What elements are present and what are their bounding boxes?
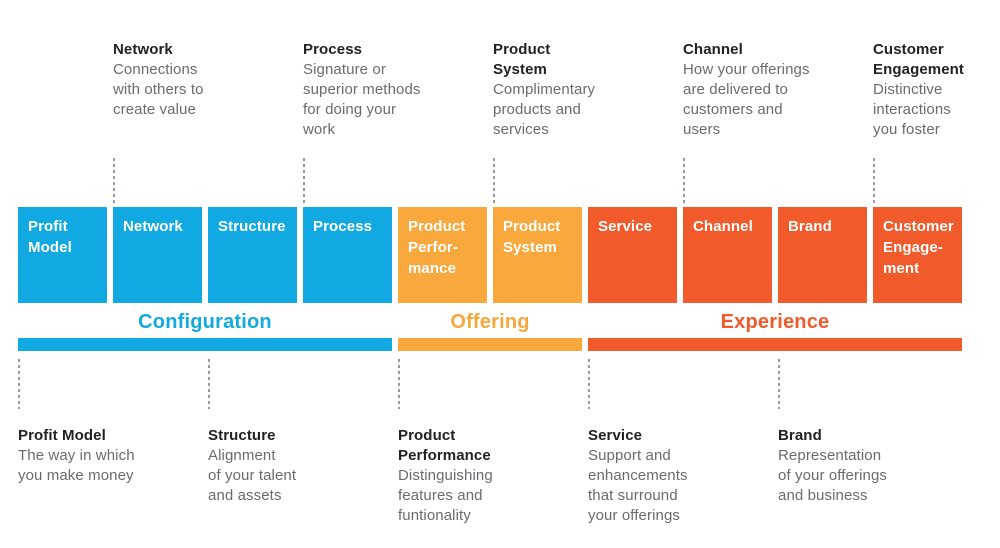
box-product-performance: Product Perfor- mance: [398, 207, 487, 303]
note-body: The way in which you make money: [18, 447, 135, 484]
note-heading: Profit Model: [18, 427, 106, 444]
note-body: Distinguishing features and funtionality: [398, 467, 493, 524]
configuration-bar: [18, 338, 392, 351]
note-heading: Service: [588, 427, 643, 444]
dotted-connector: [683, 158, 685, 203]
top-note-process: Process Signature or superior methods fo…: [303, 40, 471, 140]
dotted-connector: [873, 158, 875, 203]
box-brand: Brand: [778, 207, 867, 303]
note-heading: Customer Engagement: [873, 41, 965, 78]
note-heading: Product System: [493, 41, 551, 78]
note-body: Alignment of your talent and assets: [208, 447, 297, 504]
dotted-connector: [588, 359, 590, 409]
note-body: Distinctive interactions you foster: [873, 81, 951, 138]
box-channel: Channel: [683, 207, 772, 303]
note-heading: Structure: [208, 427, 276, 444]
dotted-connector: [113, 158, 115, 203]
experience-label: Experience: [720, 311, 830, 333]
top-note-network: Network Connections with others to creat…: [113, 40, 281, 120]
box-service: Service: [588, 207, 677, 303]
dotted-connector: [18, 359, 20, 409]
experience-bar: [588, 338, 962, 351]
note-body: Complimentary products and services: [493, 81, 596, 138]
offering-bar: [398, 338, 582, 351]
note-body: Signature or superior methods for doing …: [303, 61, 421, 138]
bottom-note-structure: Structure Alignment of your talent and a…: [208, 426, 376, 506]
box-structure: Structure: [208, 207, 297, 303]
top-note-product-system: Product System Complimentary products an…: [493, 40, 661, 140]
top-note-customer-engagement: Customer Engagement Distinctive interact…: [873, 40, 999, 140]
note-heading: Network: [113, 41, 173, 58]
box-profit-model: Profit Model: [18, 207, 107, 303]
offering-label: Offering: [450, 311, 530, 333]
bottom-note-product-performance: Product Performance Distinguishing featu…: [398, 426, 566, 526]
box-network: Network: [113, 207, 202, 303]
dotted-connector: [398, 359, 400, 409]
note-heading: Brand: [778, 427, 822, 444]
box-product-system: Product System: [493, 207, 582, 303]
note-body: How your offerings are delivered to cust…: [683, 61, 810, 138]
dotted-connector: [208, 359, 210, 409]
configuration-label: Configuration: [138, 311, 272, 333]
box-process: Process: [303, 207, 392, 303]
bottom-note-brand: Brand Representation of your offerings a…: [778, 426, 946, 506]
top-note-channel: Channel How your offerings are delivered…: [683, 40, 851, 140]
note-heading: Product Performance: [398, 427, 491, 464]
note-body: Representation of your offerings and bus…: [778, 447, 887, 504]
dotted-connector: [303, 158, 305, 203]
bottom-note-profit-model: Profit Model The way in which you make m…: [18, 426, 186, 486]
note-body: Support and enhancements that surround y…: [588, 447, 688, 524]
note-body: Connections with others to create value: [113, 61, 204, 118]
note-heading: Process: [303, 41, 363, 58]
bottom-note-service: Service Support and enhancements that su…: [588, 426, 756, 526]
note-heading: Channel: [683, 41, 743, 58]
dotted-connector: [493, 158, 495, 203]
box-customer-engagement: Customer Engage- ment: [873, 207, 962, 303]
dotted-connector: [778, 359, 780, 409]
